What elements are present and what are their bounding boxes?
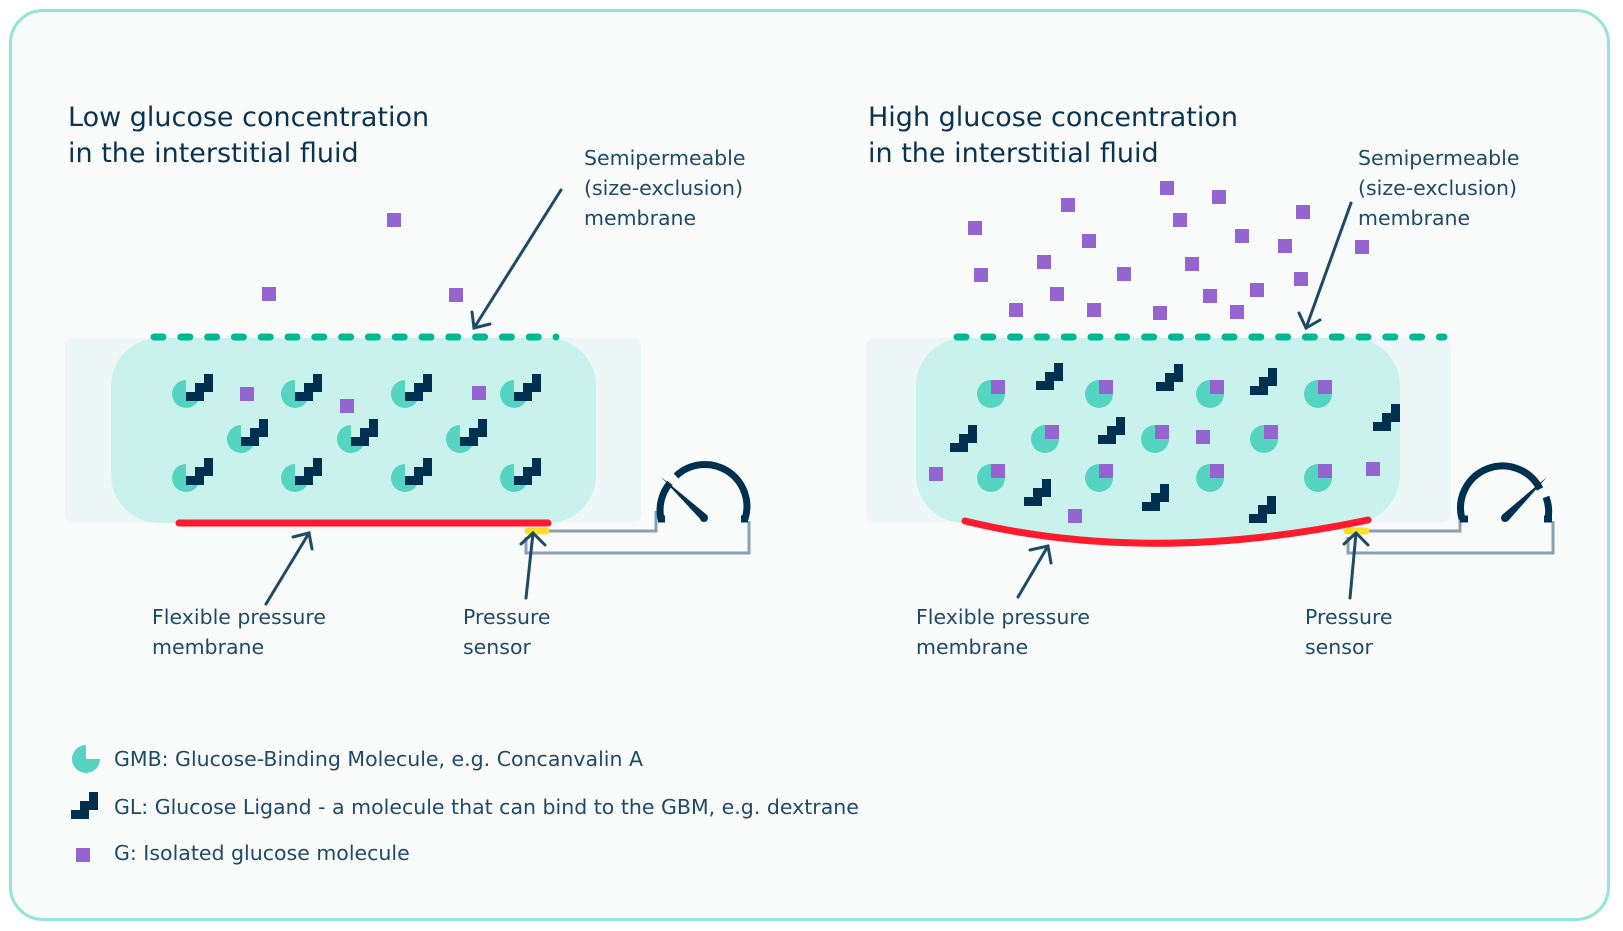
glucose-molecule [1009, 303, 1023, 317]
glucose-molecule [1068, 509, 1082, 523]
glucose-molecule [1050, 287, 1064, 301]
pressure-gauge-low [656, 460, 751, 523]
flexible-arrow [1016, 544, 1053, 599]
glucose-molecule [1117, 267, 1131, 281]
glucose-molecule [991, 464, 1005, 478]
glucose-molecule [1250, 283, 1264, 297]
glucose-molecule [968, 221, 982, 235]
outside-glucose-high [968, 181, 1369, 320]
glucose-molecule [1296, 205, 1310, 219]
legend-text: GL: Glucose Ligand - a molecule that can… [114, 795, 859, 819]
outside-glucose-low [262, 213, 463, 302]
pressure-gauge-high [1457, 462, 1553, 523]
sensor-label-2: sensor [1305, 635, 1374, 659]
flexible-label-2: membrane [916, 635, 1028, 659]
glucose-molecule [1160, 181, 1174, 195]
legend: GMB: Glucose-Binding Molecule, e.g. Conc… [71, 745, 859, 865]
panel-high-glucose: High glucose concentration in the inters… [866, 102, 1555, 659]
glucose-molecule [240, 387, 254, 401]
semipermeable-label-1: Semipermeable [1358, 146, 1519, 170]
semipermeable-arrow [470, 188, 563, 330]
glucose-molecule [1099, 464, 1113, 478]
flexible-label-2: membrane [152, 635, 264, 659]
glucose-molecule [387, 213, 401, 227]
glucose-icon [76, 848, 90, 862]
glucose-molecule [1173, 213, 1187, 227]
panel-title-line-2: in the interstitial fluid [68, 138, 359, 169]
sensor-label-2: sensor [463, 635, 532, 659]
glucose-molecule [262, 287, 276, 301]
chamber-inner [111, 338, 596, 523]
glucose-molecule [1196, 430, 1210, 444]
legend-item-gl: GL: Glucose Ligand - a molecule that can… [71, 792, 859, 819]
glucose-molecule [1203, 289, 1217, 303]
glucose-molecule [1366, 462, 1380, 476]
glucose-molecule [1318, 464, 1332, 478]
sensor-arrow [1342, 530, 1370, 600]
legend-text: GMB: Glucose-Binding Molecule, e.g. Conc… [114, 747, 643, 771]
glucose-molecule [1210, 380, 1224, 394]
glucose-molecule [1235, 229, 1249, 243]
semipermeable-label-2: (size-exclusion) [584, 176, 743, 200]
semipermeable-label-2: (size-exclusion) [1358, 176, 1517, 200]
legend-item-glucose: G: Isolated glucose molecule [76, 841, 410, 865]
glucose-molecule [449, 288, 463, 302]
glucose-molecule [1037, 255, 1051, 269]
glucose-molecule [1355, 240, 1369, 254]
sensor-wire-2 [1346, 521, 1555, 555]
glucose-molecule [1153, 306, 1167, 320]
glucose-molecule [340, 399, 354, 413]
glucose-molecule [1212, 190, 1226, 204]
flexible-label-1: Flexible pressure [152, 605, 326, 629]
sensor-label-1: Pressure [463, 605, 551, 629]
sensor-arrow [519, 530, 547, 600]
panel-title-line-2: in the interstitial fluid [868, 138, 1159, 169]
flexible-label-1: Flexible pressure [916, 605, 1090, 629]
flexible-arrow [264, 531, 314, 606]
panel-title-line-1: Low glucose concentration [68, 102, 429, 133]
glucose-molecule [1099, 380, 1113, 394]
glucose-molecule [1155, 425, 1169, 439]
glucose-molecule [974, 268, 988, 282]
glucose-molecule [1294, 272, 1308, 286]
glucose-molecule [1264, 425, 1278, 439]
legend-item-gmb: GMB: Glucose-Binding Molecule, e.g. Conc… [72, 745, 643, 773]
gauge-needle [661, 477, 707, 521]
glucose-molecule [1185, 257, 1199, 271]
gauge-needle [1502, 477, 1547, 521]
gmb-icon [72, 745, 100, 773]
glucose-molecule [1061, 198, 1075, 212]
legend-text: G: Isolated glucose molecule [114, 841, 410, 865]
semipermeable-arrow [1297, 201, 1353, 331]
panel-low-glucose: Low glucose concentration in the interst… [65, 102, 751, 659]
gl-icon [71, 792, 98, 819]
glucose-molecule [1278, 239, 1292, 253]
glucose-molecule [472, 386, 486, 400]
glucose-molecule [929, 467, 943, 481]
semipermeable-label-3: membrane [1358, 206, 1470, 230]
glucose-molecule [1045, 425, 1059, 439]
sensor-wire-2 [524, 521, 751, 555]
glucose-molecule [1087, 303, 1101, 317]
semipermeable-label-1: Semipermeable [584, 146, 745, 170]
glucose-molecule [1082, 234, 1096, 248]
semipermeable-label-3: membrane [584, 206, 696, 230]
glucose-molecule [1230, 305, 1244, 319]
glucose-molecule [1210, 464, 1224, 478]
glucose-molecule [1318, 380, 1332, 394]
flexible-pressure-membrane [961, 516, 1372, 547]
sensor-label-1: Pressure [1305, 605, 1393, 629]
sensor-wire-1 [549, 511, 658, 533]
panel-title-line-1: High glucose concentration [868, 102, 1238, 133]
glucose-molecule [991, 380, 1005, 394]
